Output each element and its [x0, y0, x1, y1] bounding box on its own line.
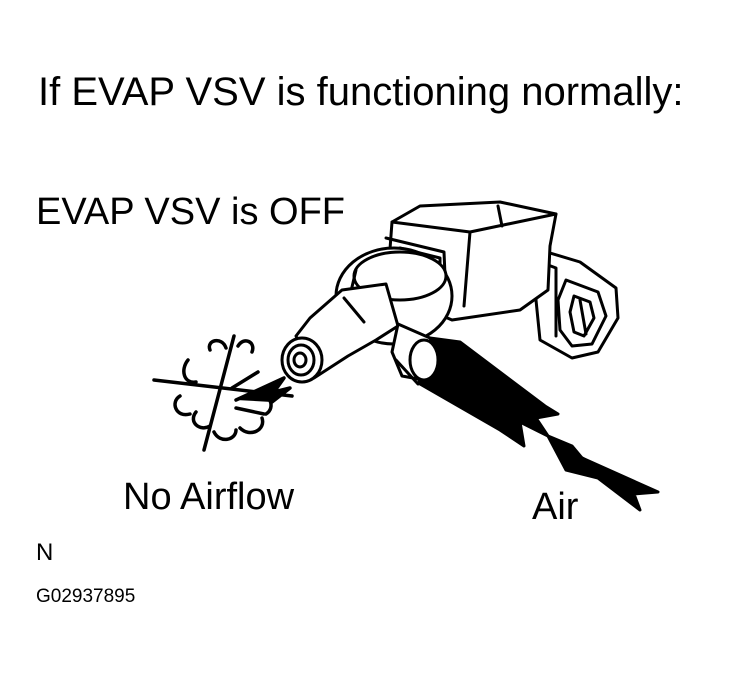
- no-airflow-label: No Airflow: [123, 476, 295, 518]
- diagram-title: If EVAP VSV is functioning normally:: [38, 70, 684, 114]
- no-airflow-cross-icon: [152, 334, 294, 452]
- air-inlet-arrow-icon: [546, 434, 660, 512]
- figure-id: G02937895: [36, 586, 136, 607]
- vsv-state-label: EVAP VSV is OFF: [36, 191, 346, 233]
- connector-icon: [534, 248, 620, 360]
- note-mark: N: [36, 539, 54, 566]
- air-label: Air: [532, 486, 579, 528]
- vsv-valve-icon: [280, 246, 454, 386]
